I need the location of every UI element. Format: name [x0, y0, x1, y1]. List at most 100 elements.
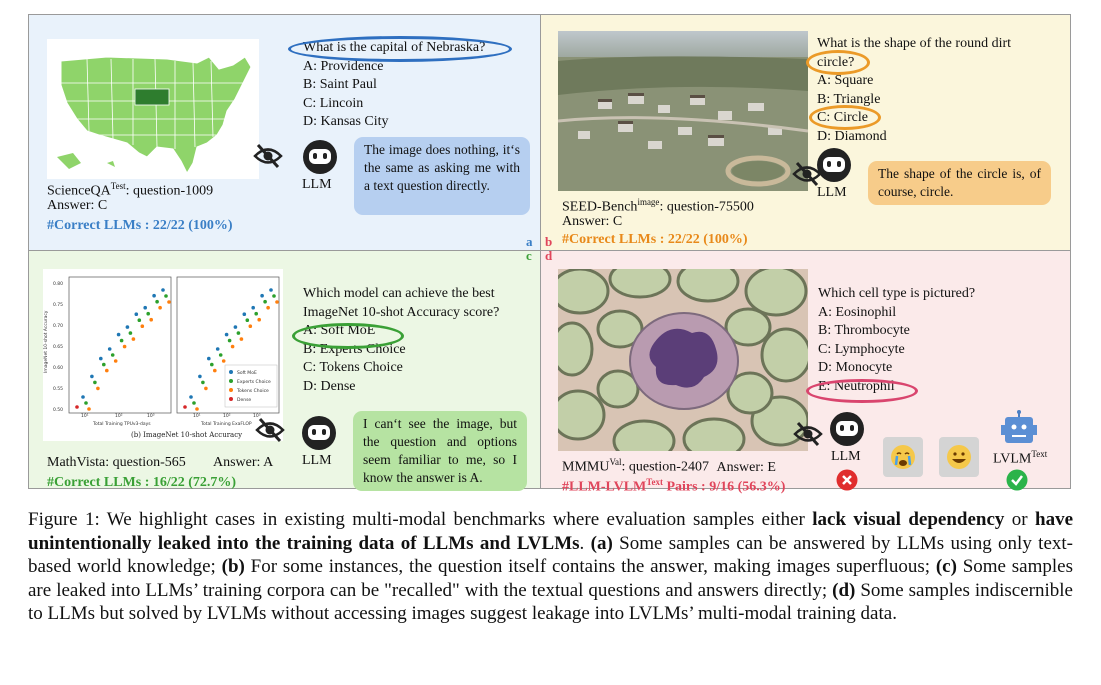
scatter-point — [263, 299, 267, 304]
scatter-point — [207, 356, 211, 361]
scatter-point — [275, 300, 279, 304]
answer-label: Answer: C — [562, 214, 623, 229]
x-axis-label-right: Total Training ExaFLOP — [200, 421, 252, 427]
scatter-point — [167, 300, 171, 304]
scatter-point — [233, 325, 238, 329]
option-e-highlight — [806, 379, 918, 403]
question-text-line1: Which model can achieve the best — [303, 286, 495, 301]
scatter-point — [204, 386, 208, 391]
eye-slash-icon — [793, 421, 823, 452]
scatter-point — [143, 305, 147, 310]
scatter-point — [215, 347, 220, 351]
scatter-point — [248, 324, 253, 328]
scatter-point — [149, 317, 153, 322]
option-b: B: Thrombocyte — [818, 323, 910, 338]
scatter-point — [210, 362, 214, 367]
scatter-point — [213, 368, 217, 373]
question-text-line1: What is the shape of the round dirt — [817, 36, 1012, 51]
scatter-point — [224, 332, 229, 337]
scatter-point — [125, 325, 130, 329]
scatter-point — [102, 362, 106, 367]
x-axis-label-left: Total Training TPUv3-days — [92, 421, 151, 427]
scatter-point — [198, 374, 202, 379]
legend-entry: Soft MoE — [237, 370, 257, 376]
scatter-point — [105, 368, 109, 373]
scatter-point — [164, 294, 168, 298]
ytick: 0.60 — [53, 365, 63, 371]
scatter-point — [245, 318, 250, 322]
accuracy-scatter-chart: 0.80 0.75 0.70 0.65 0.60 0.55 0.50 Image… — [43, 269, 283, 441]
option-c: C: Tokens Choice — [303, 360, 403, 375]
scatter-point — [134, 312, 139, 316]
scatter-point — [269, 288, 273, 292]
scatter-point — [119, 338, 124, 343]
figure: ScienceQATest: question-1009 Answer: C #… — [28, 14, 1071, 495]
source-label: SEED-Benchimage: question-75500 — [562, 197, 754, 215]
option-d: D: Dense — [303, 378, 356, 394]
scatter-point — [221, 359, 226, 363]
llm-label: LLM — [302, 453, 332, 468]
llm-response-bubble: I can‘t see the image, but the question … — [353, 411, 527, 491]
stat-label: #Correct LLMs : 22/22 (100%) — [562, 232, 748, 247]
y-axis-label: ImageNet 10-shot Accuracy — [43, 310, 49, 373]
scatter-point — [122, 344, 127, 349]
ytick: 0.70 — [53, 323, 63, 329]
scatter-point — [161, 288, 165, 292]
scatter-point — [242, 312, 247, 316]
scatter-point — [110, 353, 115, 357]
option-a-highlight — [292, 323, 404, 349]
panel-d: MMMUVal: question-2407 Answer: E #LLM-LV… — [541, 248, 1070, 495]
scatter-point — [137, 318, 142, 322]
source-label: MathVista: question-565 — [47, 455, 186, 470]
source-label: ScienceQATest: question-1009 — [47, 181, 214, 199]
panel-letter: b — [545, 234, 553, 249]
ytick: 0.55 — [53, 386, 63, 392]
scatter-point — [239, 337, 244, 341]
question-text-line2: ImageNet 10-shot Accuracy score? — [303, 304, 500, 320]
ytick: 0.65 — [53, 344, 63, 350]
answer-label: Answer: C — [47, 198, 108, 213]
scatter-point — [96, 386, 100, 391]
correct-icon — [1006, 469, 1028, 496]
scatter-point — [201, 380, 205, 385]
scatter-point — [236, 331, 241, 335]
scatter-point — [81, 395, 85, 399]
scatter-point — [257, 317, 261, 322]
scatter-point — [272, 294, 276, 298]
option-a: A: Square — [817, 73, 874, 88]
xtick: 10² — [115, 413, 123, 419]
llm-label: LLM — [831, 449, 861, 464]
panel-a: ScienceQATest: question-1009 Answer: C #… — [29, 15, 541, 251]
mini-chart-title: (b) ImageNet 10-shot Accuracy — [131, 431, 242, 439]
scatter-point — [107, 347, 112, 351]
scatter-point — [99, 356, 103, 361]
scatter-point — [183, 405, 187, 409]
option-b: B: Triangle — [817, 91, 881, 107]
llm-response-bubble: The image does nothing, it‘s the same as… — [354, 137, 530, 215]
scatter-point — [113, 359, 118, 363]
stat-label: #Correct LLMs : 16/22 (72.7%) — [47, 475, 237, 490]
ytick: 0.50 — [53, 407, 63, 413]
llm-label: LLM — [817, 185, 847, 200]
scatter-point — [93, 380, 97, 385]
legend-entry: Tokens Choice — [236, 388, 269, 394]
panel-letter: a — [526, 234, 533, 249]
scatter-point — [195, 407, 199, 411]
scatter-point — [266, 305, 270, 310]
aerial-photo — [558, 31, 808, 191]
us-map-image — [47, 39, 259, 179]
scatter-point — [87, 407, 91, 411]
scatter-point — [146, 311, 150, 316]
source-label: MMMUVal: question-2407 Answer: E — [562, 457, 776, 475]
xtick: 10³ — [253, 413, 261, 419]
crying-emoji-icon — [883, 437, 923, 477]
stat-label: #Correct LLMs : 22/22 (100%) — [47, 218, 233, 233]
scatter-point — [254, 311, 258, 316]
scatter-point — [227, 338, 232, 343]
panel-c: 0.80 0.75 0.70 0.65 0.60 0.55 0.50 Image… — [29, 248, 541, 491]
panel-letter: c — [526, 248, 532, 263]
scatter-point — [251, 305, 255, 310]
question-block: Which cell type is pictured? A: Eosinoph… — [818, 285, 975, 396]
robot-icon — [302, 139, 338, 180]
eye-slash-icon — [253, 143, 283, 174]
